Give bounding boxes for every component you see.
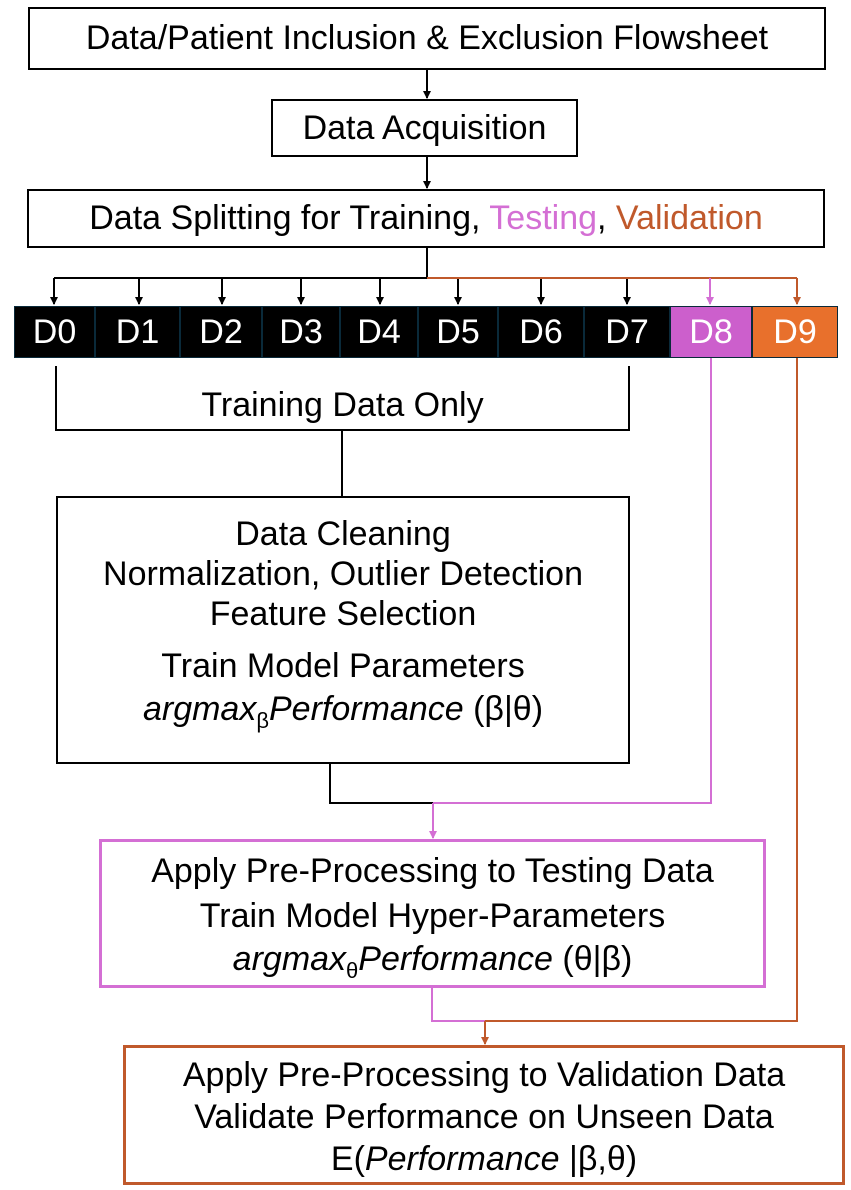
splitting-box: Data Splitting for Training, Testing, Va… [27,189,825,248]
validation-box: Apply Pre-Processing to Validation Data … [123,1045,845,1185]
validation-line-unseen: Validate Performance on Unseen Data [194,1098,774,1136]
performance-term: Performance [269,690,464,728]
fold-d1: D1 [95,306,180,358]
splitting-prefix: Data Splitting for Training, [89,199,490,237]
argmax-fn: argmax [142,690,257,728]
fold-d8: D8 [670,306,752,358]
training-line-normalization: Normalization, Outlier Detection [103,555,583,593]
splitting-label: Data Splitting for Training, Testing, Va… [89,199,762,237]
acquisition-label: Data Acquisition [302,109,547,147]
argmax-fn: argmax [232,940,347,978]
validation-line-expectation: E(Performance |β,θ) [126,1138,842,1180]
expectation-args: |β,θ) [559,1140,638,1178]
testing-path [433,358,712,804]
fold-d3: D3 [262,306,340,358]
testing-line-argmax: argmaxθPerformance (θ|β) [102,938,763,984]
training-data-only-label: Training Data Only [201,386,484,424]
training-line-feature-selection: Feature Selection [209,595,477,633]
fold-d4: D4 [340,306,418,358]
performance-term: Performance [358,940,553,978]
fold-d5: D5 [418,306,498,358]
argmax-args: (β|θ) [463,690,544,728]
flowsheet-box: Data/Patient Inclusion & Exclusion Flows… [28,7,826,70]
fold-d7: D7 [584,306,670,358]
training-line-train-params: Train Model Parameters [161,647,525,685]
fold-d0: D0 [14,306,95,358]
flowsheet-label: Data/Patient Inclusion & Exclusion Flows… [85,19,769,57]
splitting-testing: Testing [489,199,598,237]
training-line-argmax: argmaxβPerformance (β|θ) [58,686,628,736]
argmax-args: (θ|β) [552,940,633,978]
splitting-validation: Validation [615,199,763,237]
argmax-subscript: θ [346,958,359,983]
fold-d6: D6 [498,306,584,358]
testing-line-preprocessing: Apply Pre-Processing to Testing Data [151,852,714,890]
validation-line-preprocessing: Apply Pre-Processing to Validation Data [182,1056,786,1094]
training-line-cleaning: Data Cleaning [235,515,451,553]
argmax-subscript: β [256,708,269,733]
expectation-prefix: E( [330,1140,365,1178]
testing-box: Apply Pre-Processing to Testing Data Tra… [99,839,766,988]
fold-d2: D2 [180,306,262,358]
training-box: Data Cleaning Normalization, Outlier Det… [56,496,630,764]
fold-d9: D9 [752,306,838,358]
testing-line-hyperparams: Train Model Hyper-Parameters [199,897,666,935]
validation-path [485,358,798,1022]
splitting-comma: , [597,199,616,237]
performance-term: Performance [364,1140,560,1178]
acquisition-box: Data Acquisition [271,99,578,157]
